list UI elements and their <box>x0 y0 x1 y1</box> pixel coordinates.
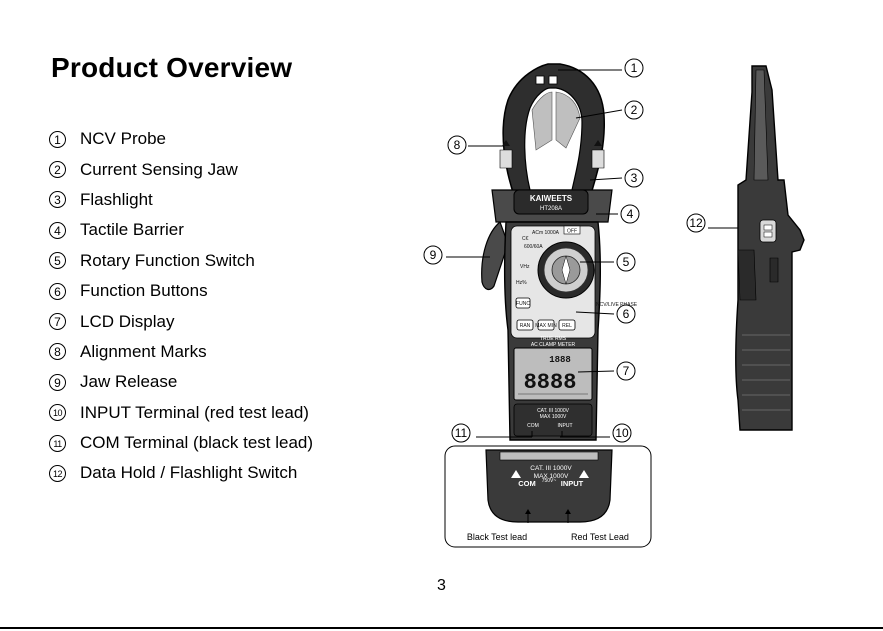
ce-mark: C€ <box>522 236 529 242</box>
max-rating: MAX 1000V <box>540 414 567 420</box>
data-hold-switch <box>759 219 777 243</box>
inset-input-label: INPUT <box>561 479 584 488</box>
max-min-button <box>537 319 555 331</box>
callout-4: 4 <box>627 207 634 221</box>
legend-number: 4 <box>49 221 66 239</box>
legend-label: Flashlight <box>80 189 153 209</box>
amps-label: 600/60A <box>524 244 543 250</box>
legend-number: 9 <box>49 373 66 391</box>
callout-11: 11 <box>455 426 468 440</box>
legend-label: Rotary Function Switch <box>80 250 255 270</box>
legend-item: 7 LCD Display <box>49 306 313 336</box>
black-test-lead-caption: Black Test lead <box>467 532 527 542</box>
legend-label: Tactile Barrier <box>80 220 184 240</box>
svg-text:RAN: RAN <box>520 323 531 329</box>
legend-item: 10 INPUT Terminal (red test lead) <box>49 398 313 428</box>
red-test-lead-caption: Red Test Lead <box>571 532 629 542</box>
callout-6: 6 <box>623 307 630 321</box>
legend-item: 12 Data Hold / Flashlight Switch <box>49 458 313 488</box>
callout-2: 2 <box>631 103 638 117</box>
legend-number: 11 <box>49 434 66 452</box>
legend-item: 2 Current Sensing Jaw <box>49 154 313 184</box>
ac-label: ACm 1000A <box>532 230 560 236</box>
legend-label: LCD Display <box>80 311 175 331</box>
func-button <box>515 297 531 309</box>
clamp-meter-side <box>735 65 805 431</box>
rel-button <box>558 319 576 331</box>
legend-number: 10 <box>49 404 66 422</box>
legend-label: COM Terminal (black test lead) <box>80 433 314 453</box>
svg-text:FUNC: FUNC <box>516 301 530 307</box>
svg-text:MAX MIN: MAX MIN <box>535 323 557 329</box>
callout-12: 12 <box>689 216 703 230</box>
legend-item: 8 Alignment Marks <box>49 337 313 367</box>
legend-item: 4 Tactile Barrier <box>49 215 313 245</box>
lcd-main-readout: 8888 <box>524 370 577 395</box>
legend-item: 6 Function Buttons <box>49 276 313 306</box>
legend-label: Function Buttons <box>80 281 208 301</box>
legend-number: 12 <box>49 464 66 482</box>
callout-8: 8 <box>454 138 461 152</box>
cat-rating: CAT. III 1000V <box>537 408 570 414</box>
callout-5: 5 <box>623 255 630 269</box>
callout-3: 3 <box>631 171 638 185</box>
legend-item: 5 Rotary Function Switch <box>49 246 313 276</box>
legend-label: INPUT Terminal (red test lead) <box>80 402 309 422</box>
legend-number: 7 <box>49 313 66 331</box>
legend-number: 2 <box>49 161 66 179</box>
page-title: Product Overview <box>51 52 293 83</box>
brand-label: KAIWEETS <box>530 194 573 203</box>
lcd-sub-readout: 1888 <box>549 355 571 365</box>
legend-item: 3 Flashlight <box>49 185 313 215</box>
lcd-display <box>513 347 593 401</box>
footer-divider <box>0 627 883 629</box>
ncv-label: NCV/LIVE PHASE <box>596 302 638 308</box>
legend-list: 1 NCV Probe 2 Current Sensing Jaw 3 Flashli… <box>49 124 313 489</box>
legend-number: 8 <box>49 343 66 361</box>
callout-10: 10 <box>615 426 629 440</box>
terminal-inset: CAT. III 1000V MAX 1000V COM 750V~ INPUT… <box>444 445 652 548</box>
page-number: 3 <box>437 577 446 594</box>
callout-7: 7 <box>623 364 630 378</box>
legend-item: 1 NCV Probe <box>49 124 313 154</box>
ran-button <box>516 319 534 331</box>
legend-number: 1 <box>49 130 66 148</box>
inset-com-label: COM <box>518 479 536 488</box>
com-terminal-label: COM <box>527 423 539 429</box>
legend-number: 3 <box>49 191 66 209</box>
legend-label: Jaw Release <box>80 372 178 392</box>
callout-markers: 1 2 3 4 5 6 7 8 9 10 11 12 <box>423 58 706 443</box>
callout-9: 9 <box>430 248 437 262</box>
inset-cat-rating: CAT. III 1000V <box>530 465 572 472</box>
legend-number: 5 <box>49 252 66 270</box>
legend-label: NCV Probe <box>80 129 166 149</box>
inset-voltage-label: 750V~ <box>542 478 557 484</box>
legend-label: Data Hold / Flashlight Switch <box>80 463 298 483</box>
legend-label: Alignment Marks <box>80 341 207 361</box>
clamp-meter-front: KAIWEETS HT208A C€ ACm 1000A 600/60A VHz… <box>481 63 638 441</box>
callout-lines <box>446 69 756 438</box>
vhz-label: VHz <box>520 264 530 270</box>
callout-1: 1 <box>631 61 638 75</box>
legend-item: 9 Jaw Release <box>49 367 313 397</box>
legend-number: 6 <box>49 282 66 300</box>
legend-label: Current Sensing Jaw <box>80 159 238 179</box>
svg-text:REL: REL <box>562 323 572 329</box>
hz-label: Hz% <box>516 280 527 286</box>
model-label: HT208A <box>540 206 562 212</box>
input-terminal-label: INPUT <box>558 423 573 429</box>
legend-item: 11 COM Terminal (black test lead) <box>49 428 313 458</box>
inset-max-rating: MAX 1000V <box>534 473 569 480</box>
true-rms-label: TRUE RMS <box>540 336 567 342</box>
off-label: OFF <box>567 229 577 235</box>
jaw-release-lever <box>481 220 509 291</box>
clamp-meter-label: AC CLAMP METER <box>531 342 576 348</box>
